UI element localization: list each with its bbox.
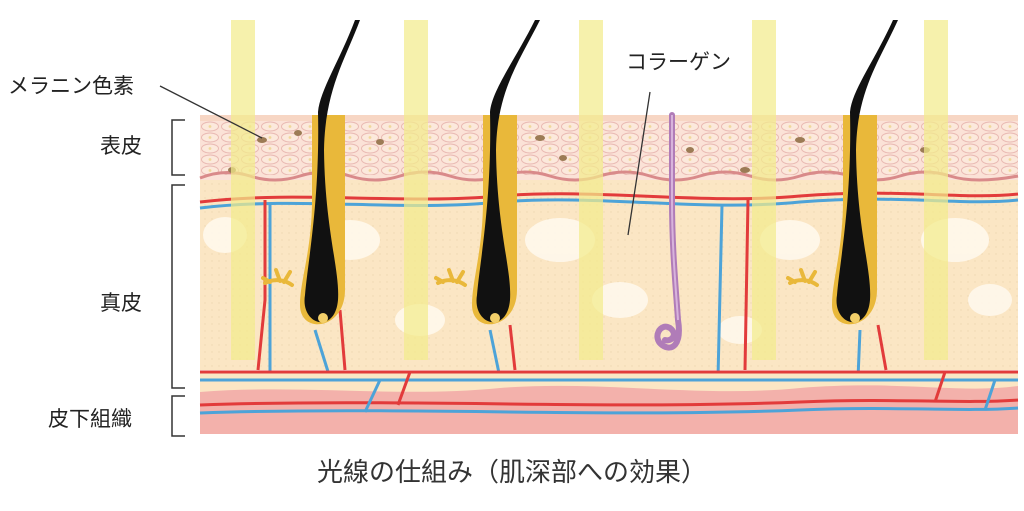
melanin-leader-line [159,85,263,139]
light-beam [579,20,603,360]
dermis-label: 真皮 [100,291,142,315]
epidermis-label: 表皮 [100,134,142,158]
collagen-leader-line [627,91,651,236]
lower-artery-2 [199,398,1019,407]
diagram-caption: 光線の仕組み（肌深部への効果） [316,458,707,488]
light-beam [231,20,255,360]
light-beam [752,20,776,360]
light-beam [404,20,428,360]
hair-follicle-2 [434,20,540,325]
light-beams [231,20,948,360]
hair-follicle-3 [786,20,898,325]
subcutis-label: 皮下組織 [48,407,132,431]
collagen-label: コラーゲン [626,50,731,74]
lower-vein-2 [199,406,1019,415]
hair-follicle-1 [261,20,360,325]
melanin-label: メラニン色素 [8,74,134,98]
layer-brackets [171,119,185,437]
light-beam [924,20,948,360]
